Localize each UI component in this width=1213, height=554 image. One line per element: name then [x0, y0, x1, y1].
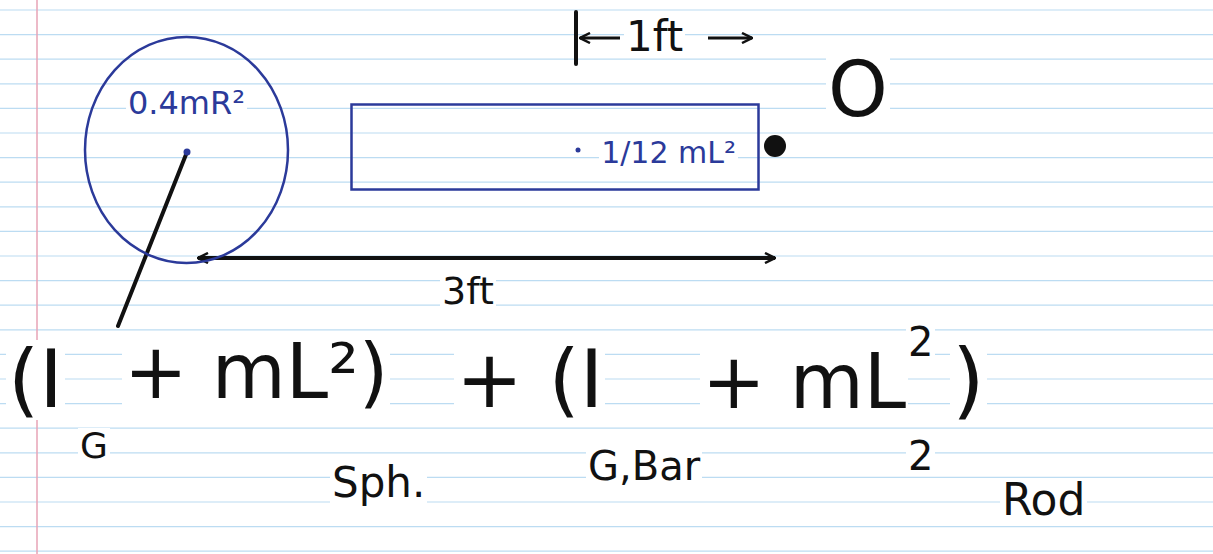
ruled-line: [0, 551, 1213, 552]
ruled-line: [0, 428, 1213, 429]
ruled-line: [0, 59, 1213, 60]
ruled-line: [0, 34, 1213, 35]
superscript: 2: [906, 322, 935, 362]
center-dot: [576, 148, 581, 153]
dimension-label: 3ft: [440, 272, 496, 310]
leader-line: [118, 152, 187, 326]
formula-term: + mL: [700, 344, 908, 420]
subscript: Sph.: [330, 462, 427, 504]
ruled-line: [0, 132, 1213, 133]
circle-outline: [83, 35, 290, 265]
ruled-line: [0, 280, 1213, 281]
ruled-line: [0, 329, 1213, 330]
pivot-dot: [764, 135, 786, 157]
inertia-note: 1/12 mL²: [599, 137, 738, 169]
ruled-line: [0, 9, 1213, 10]
formula-term: (I: [6, 340, 65, 420]
dimension-arrow: [708, 37, 752, 40]
subscript: 2: [906, 436, 935, 476]
formula-term: + mL²): [122, 334, 390, 410]
ruled-line: [0, 83, 1213, 84]
inertia-note: 0.4mR²: [126, 87, 247, 121]
dimension-arrow: [580, 37, 620, 40]
dimension-arrow: [198, 256, 775, 260]
ruled-line: [0, 526, 1213, 527]
sphere-circle: 0.4mR²: [83, 35, 290, 265]
ruled-line: [0, 182, 1213, 183]
subscript: Rod: [1000, 478, 1087, 522]
point-label: O: [826, 52, 890, 128]
dimension-tick: [574, 12, 578, 64]
dimension-label: 1ft: [624, 16, 685, 58]
subscript: G: [78, 428, 110, 464]
formula-term: + (I: [454, 340, 605, 420]
formula-term: ): [950, 338, 987, 422]
subscript: G,Bar: [586, 446, 702, 486]
rod-bar: 1/12 mL²: [350, 103, 760, 191]
ruled-line: [0, 305, 1213, 306]
ruled-line: [0, 231, 1213, 232]
margin-line: [36, 0, 38, 554]
center-dot: [184, 149, 191, 156]
ruled-line: [0, 206, 1213, 207]
